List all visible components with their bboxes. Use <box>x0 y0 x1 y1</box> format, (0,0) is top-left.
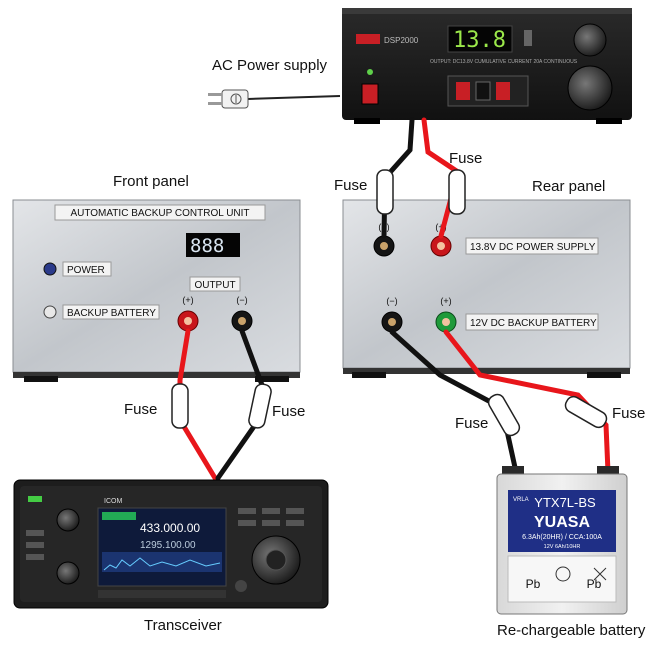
rear-backup-label: 12V DC BACKUP BATTERY <box>470 318 597 329</box>
backup-led-icon <box>43 305 57 319</box>
output-label: OUTPUT <box>194 280 235 291</box>
psu-model: DSP2000 <box>384 36 419 45</box>
power-label: POWER <box>67 265 105 276</box>
front-minus-label: (−) <box>236 295 247 305</box>
fuses <box>171 169 608 437</box>
transceiver-screen <box>97 507 227 587</box>
psu-chassis <box>342 8 632 120</box>
battery-model: YTX7L-BS <box>534 495 596 510</box>
rear-supply-label: 13.8V DC POWER SUPPLY <box>470 242 596 253</box>
transceiver-label: Transceiver <box>144 617 222 634</box>
psu-power-switch[interactable] <box>361 83 379 105</box>
battery-brand: YUASA <box>534 514 590 531</box>
front-plus-label: (+) <box>182 295 193 305</box>
transceiver-freq-main: 433.000.00 <box>140 521 200 535</box>
psu-knob-icon[interactable] <box>573 23 607 57</box>
backup-battery-label: BACKUP BATTERY <box>67 308 156 319</box>
front-panel-display: 888 <box>190 235 224 257</box>
fuse-label-psu-positive: Fuse <box>449 150 482 167</box>
wire-battery-positive <box>443 329 611 475</box>
front-panel-face <box>12 199 301 373</box>
ac-power-supply-label: AC Power supply <box>212 57 328 74</box>
fuse-label-psu-negative: Fuse <box>334 177 367 194</box>
battery-pb-right: Pb <box>587 577 602 591</box>
af-knob-icon[interactable] <box>56 508 80 532</box>
fuse-label-battery-positive: Fuse <box>612 405 645 422</box>
rear-backup-plus-label: (+) <box>440 296 451 306</box>
fuse-label-front-negative: Fuse <box>272 403 305 420</box>
rear-panel-unit: (−) (+) 13.8V DC POWER SUPPLY (−) (+) 12… <box>342 199 631 378</box>
ac-plug <box>208 89 341 109</box>
fuse-label-battery-negative: Fuse <box>455 415 488 432</box>
fuse-icon <box>171 383 189 429</box>
front-panel-title: AUTOMATIC BACKUP CONTROL UNIT <box>70 208 249 219</box>
ac-plug-body <box>221 89 249 109</box>
wire-battery-negative <box>389 329 519 475</box>
transceiver-freq-sub: 1295.100.00 <box>140 540 196 551</box>
ac-power-supply: DSP2000 13.8 OUTPUT: DC13.8V CUMULATIVE … <box>342 8 632 124</box>
rear-panel-face <box>342 199 631 369</box>
rear-backup-minus-label: (−) <box>386 296 397 306</box>
psu-voltage-display: 13.8 <box>453 28 506 53</box>
rf-knob-icon[interactable] <box>56 561 80 585</box>
fuse-icon <box>487 393 521 437</box>
transceiver-brand: ICOM <box>104 498 122 505</box>
battery-rating: 6.3Ah(20HR) / CCA:100A <box>522 534 602 541</box>
battery-model-prefix: VRLA <box>513 497 529 503</box>
battery-label-panel <box>508 490 616 552</box>
power-led-icon <box>43 262 57 276</box>
rear-panel-label: Rear panel <box>532 178 605 195</box>
fuse-label-front-positive: Fuse <box>124 401 157 418</box>
fuse-icon <box>448 169 466 215</box>
rechargeable-battery: VRLA YTX7L-BS YUASA 6.3Ah(20HR) / CCA:10… <box>496 466 628 615</box>
battery-pb-left: Pb <box>526 577 541 591</box>
psu-switch-small[interactable] <box>524 30 532 46</box>
front-panel-unit: AUTOMATIC BACKUP CONTROL UNIT 888 POWER … <box>12 199 301 382</box>
fuse-icon <box>376 169 394 215</box>
psu-led-icon <box>367 69 373 75</box>
front-panel-label: Front panel <box>113 173 189 190</box>
battery-voltage: 12V 6Ah/10HR <box>544 544 581 550</box>
psu-fan-icon <box>567 65 613 111</box>
transceiver: ICOM 433.000.00 1295.100.00 <box>13 479 329 609</box>
psu-brand-badge <box>356 34 380 44</box>
fuse-icon <box>248 383 272 429</box>
recycle-icon <box>555 566 571 582</box>
psu-output-text: OUTPUT: DC13.8V CUMULATIVE CURRENT 20A C… <box>430 59 578 65</box>
battery-label: Re-chargeable battery <box>497 622 646 639</box>
fuse-icon <box>564 395 608 429</box>
